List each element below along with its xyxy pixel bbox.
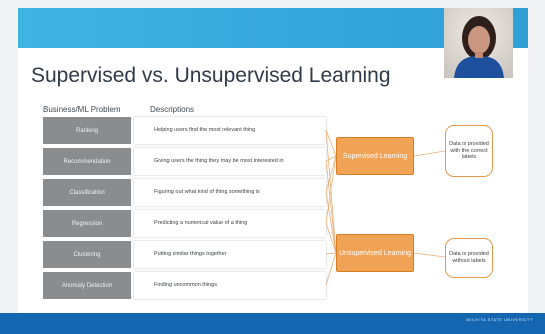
row-desc-ranking: Helping users find the most relevant thi… [134, 117, 326, 144]
row-desc-recommendation: Giving users the thing they may be most … [134, 148, 326, 175]
presenter-webcam [444, 8, 513, 78]
header-business-ml-problem: Business/ML Problem [43, 105, 121, 114]
supervised-note: Data is provided with the correct labels [445, 125, 493, 177]
slide-header-bar [18, 8, 528, 48]
row-label-anomaly-detection: Anomaly Detection [43, 272, 131, 299]
unsupervised-note: Data is provided without labels [445, 238, 493, 278]
row-desc-anomaly-detection: Finding uncommon things [134, 272, 326, 299]
row-label-recommendation: Recommendation [43, 148, 131, 175]
unsupervised-learning-box: Unsupervised Learning [336, 234, 414, 272]
row-label-classification: Classification [43, 179, 131, 206]
slide-title: Supervised vs. Unsupervised Learning [31, 64, 391, 87]
slide: Supervised vs. Unsupervised Learning Bus… [18, 8, 528, 313]
row-desc-regression: Predicting a numerical value of a thing [134, 210, 326, 237]
university-logo: WICHITA STATE UNIVERSITY [466, 317, 533, 322]
row-label-ranking: Ranking [43, 117, 131, 144]
header-descriptions: Descriptions [150, 105, 195, 114]
row-label-regression: Regression [43, 210, 131, 237]
footer-bar: WICHITA STATE UNIVERSITY [0, 313, 545, 334]
supervised-learning-box: Supervised Learning [336, 137, 414, 175]
row-desc-classification: Figuring out what kind of thing somethin… [134, 179, 326, 206]
row-desc-clustering: Putting similar things together [134, 241, 326, 268]
presenter-video-icon [454, 16, 504, 78]
row-label-clustering: Clustering [43, 241, 131, 268]
